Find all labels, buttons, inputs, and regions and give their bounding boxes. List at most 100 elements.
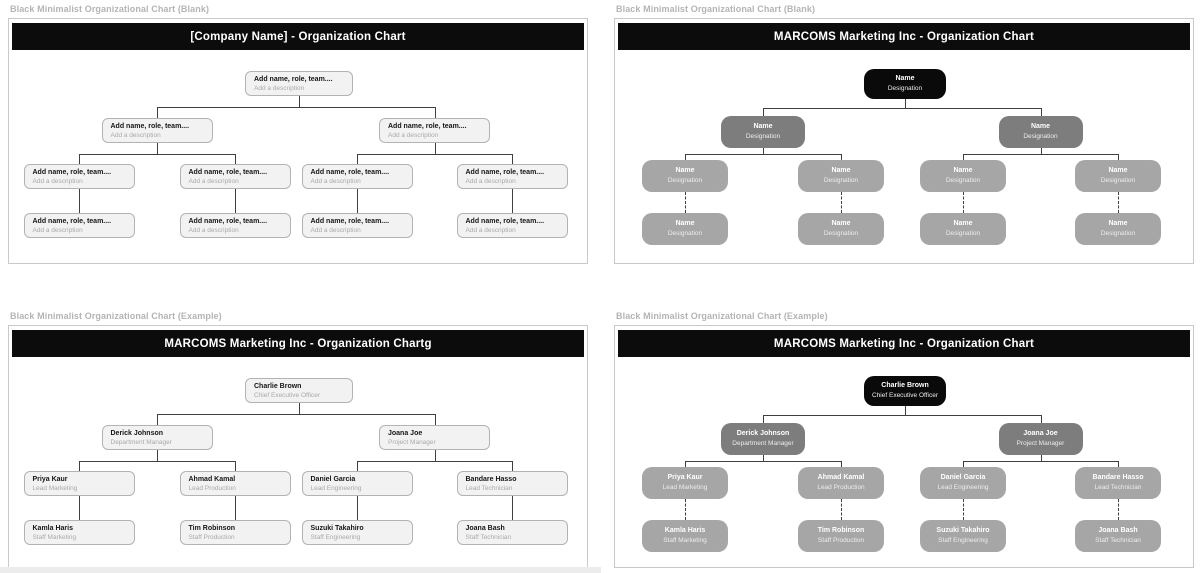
connector-line [841,192,842,213]
slide-title[interactable]: [Company Name] - Organization Chart [12,23,584,50]
connector-line [1118,154,1119,160]
org-chart-slide[interactable]: MARCOMS Marketing Inc - Organization Cha… [614,325,1194,568]
node-name: Add name, role, team.... [32,218,112,225]
node-name: Priya Kaur [667,474,703,481]
slide-title[interactable]: MARCOMS Marketing Inc - Organization Cha… [618,23,1190,50]
node-designation: Lead Production [817,484,865,491]
org-node-l4c[interactable]: Add name, role, team.... Add a descriptio… [301,213,413,238]
connector-line [763,148,764,154]
org-node-l4d[interactable]: Add name, role, team....Add a descriptio… [456,213,568,238]
node-designation: Chief Executive Officer [254,392,320,399]
org-chart-slide[interactable]: MARCOMS Marketing Inc - Organization Cha… [614,18,1194,264]
node-designation: Add a description [388,132,439,139]
node-designation: Staff Marketing [663,537,707,544]
node-name: Bandare Hasso [1092,474,1144,481]
node-name: Ahmad Kamal [188,476,236,483]
connector-line [963,154,1119,155]
connector-line [1040,107,1042,116]
node-designation: Lead Marketing [662,484,708,491]
node-designation: Add a description [465,227,516,234]
node-designation: Add a description [310,227,361,234]
org-node-l2b[interactable]: Add name, role, team....Add a descriptio… [379,118,490,143]
node-designation: Add a description [465,178,516,185]
org-node-l3b[interactable]: Add name, role, team....Add a descriptio… [179,164,291,189]
node-designation: Designation [1023,133,1058,140]
connector-line [963,499,964,520]
connector-line [1118,461,1119,467]
org-node-l2a[interactable]: Add name, role, team....Add a descriptio… [101,118,213,143]
slide-title[interactable]: MARCOMS Marketing Inc - Organization Cha… [12,330,584,357]
node-name: Add name, role, team.... [110,123,190,130]
connector-line [963,461,964,467]
org-node-l3c[interactable]: Add name, role, team....Add a descriptio… [301,164,413,189]
node-name: Add name, role, team.... [32,169,112,176]
node-name: Ahmad Kamal [817,474,865,481]
org-node-l4a[interactable]: Add name, role, team.... Add a descriptio… [23,213,135,238]
org-node-l3d[interactable]: Add name, role, team.... Add a descriptio… [456,164,568,189]
node-designation: Staff Engineering [938,537,988,544]
node-designation: Project Manager [1016,440,1065,447]
template-caption: Black Minimalist Organizational Chart (E… [616,311,828,321]
node-name: Derick Johnson [736,430,790,437]
node-name: Joana Joe [388,430,423,437]
node-name: Add name, role, team.... [310,218,390,225]
connector-line [434,107,436,118]
connector-line [235,153,236,164]
org-chart-slide[interactable]: MARCOMS Marketing Inc - Organization Cha… [8,325,588,568]
node-name: Name [753,123,773,130]
node-designation: Designation [745,133,781,140]
connector-line [235,496,236,520]
org-node-l4b[interactable]: Add name, role, team....Add a descriptio… [179,213,291,238]
node-name: Name [675,220,695,227]
node-name: Kamla Haris [32,525,73,532]
connector-line [357,460,358,471]
node-designation: Add a description [32,227,83,234]
org-node-l3a[interactable]: Add name, role, team....Add a descriptio… [23,164,135,189]
template-panel-example-dark: Black Minimalist Organizational Chart (E… [614,311,1196,568]
connector-line [763,414,1042,416]
node-designation: Chief Executive Officer [872,392,938,399]
template-panel-blank-dark: Black Minimalist Organizational Chart (B… [614,4,1196,264]
node-designation: Designation [823,230,859,237]
node-name: Add name, role, team.... [465,169,545,176]
slide-title[interactable]: MARCOMS Marketing Inc - Organization Cha… [618,330,1190,357]
org-chart-slide[interactable]: [Company Name] - Organization Chart Add … [8,18,588,264]
org-node-root[interactable]: Add name, role, team....Add a descriptio… [245,71,353,96]
node-designation: Add a description [188,178,239,185]
node-designation: Project Manager [388,439,436,446]
connector-line [685,154,686,160]
